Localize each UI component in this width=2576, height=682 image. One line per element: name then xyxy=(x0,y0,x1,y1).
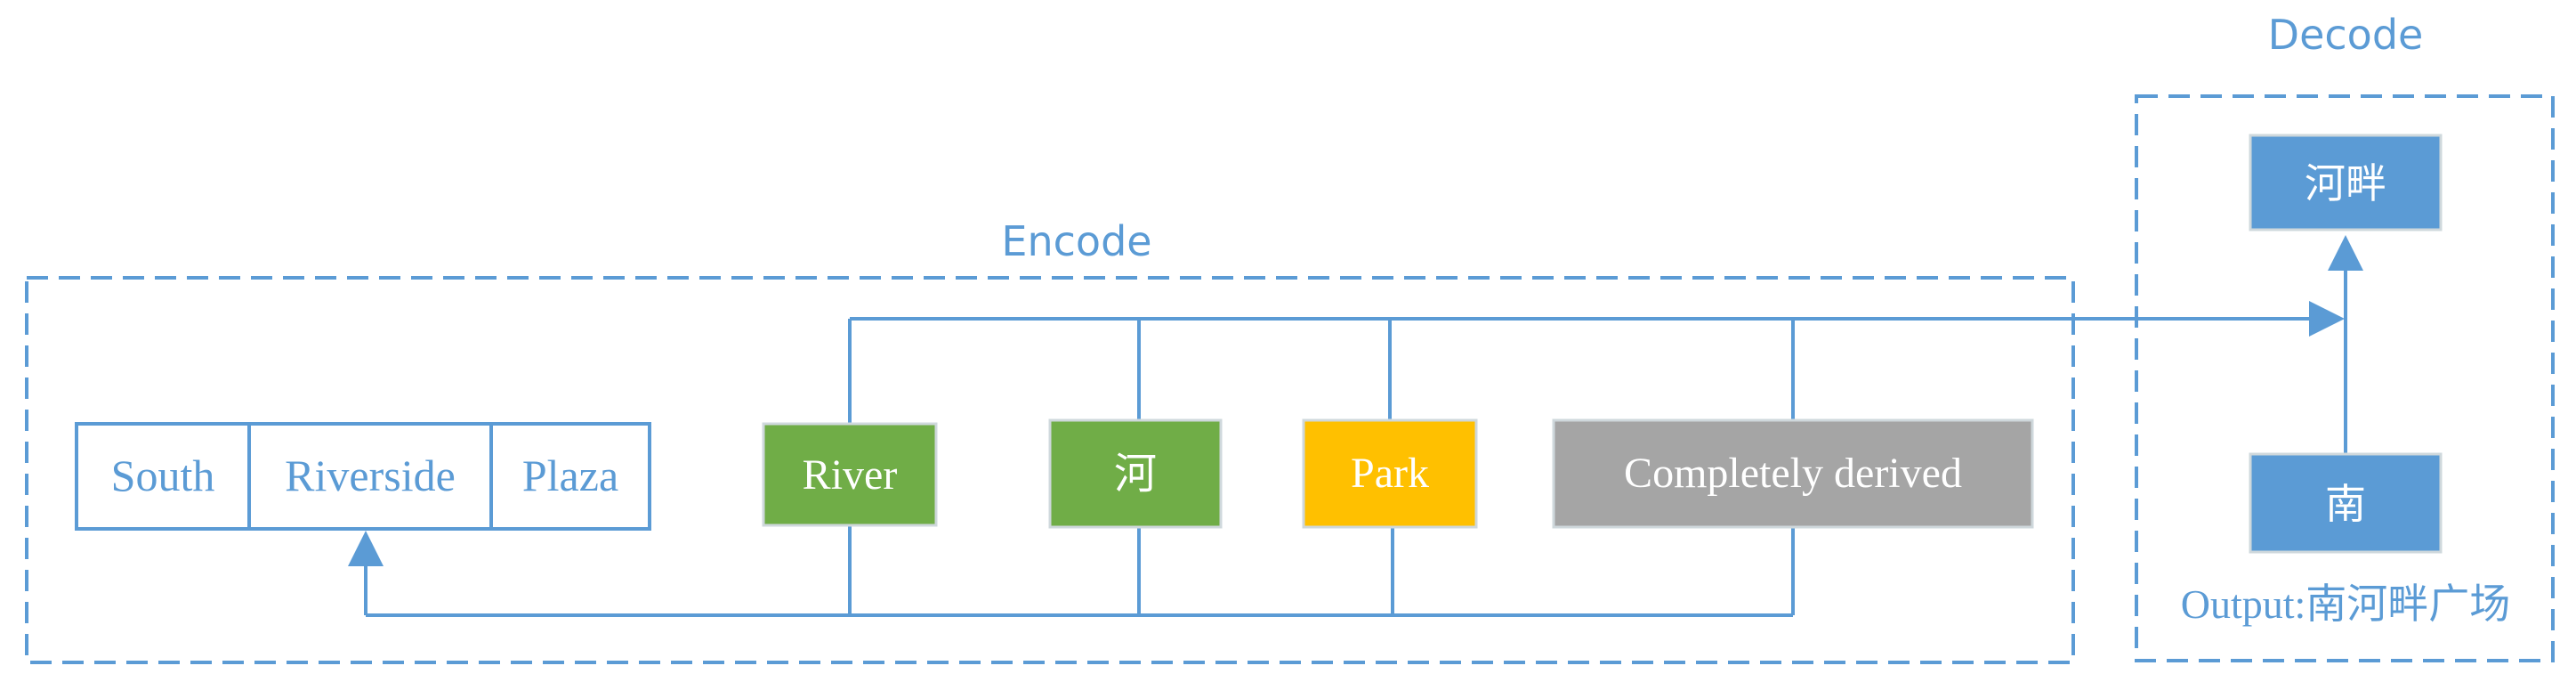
candidate-river: River xyxy=(762,422,938,527)
output-top-label: 河畔 xyxy=(2305,159,2386,207)
candidate-he: 河 xyxy=(1048,418,1223,529)
input-token-cell xyxy=(75,422,251,531)
candidate-park: Park xyxy=(1302,418,1478,529)
input-token-plaza: Plaza xyxy=(522,451,618,500)
decode-frame xyxy=(2135,94,2555,662)
input-token-cell xyxy=(489,422,651,531)
output-bottom-label: 南 xyxy=(2325,480,2366,528)
candidate-box xyxy=(1302,418,1478,529)
input-token-south: South xyxy=(111,451,215,500)
candidate-label: Park xyxy=(1351,450,1429,497)
candidate-box xyxy=(1552,418,2034,529)
encode-connectors xyxy=(348,301,2345,617)
input-token-cell xyxy=(247,422,493,531)
decode-title: Decode xyxy=(2268,11,2424,59)
encode-group: Encode South Riverside Plaza xyxy=(25,217,2345,664)
output-box-bottom xyxy=(2249,452,2443,554)
encode-title: Encode xyxy=(1001,217,1151,265)
candidate-box xyxy=(1048,418,1223,529)
candidate-label: 河 xyxy=(1114,449,1157,499)
output-box-top xyxy=(2249,134,2443,231)
decode-group: Decode 河畔 南 Output:南河畔广场 xyxy=(2135,11,2555,662)
output-sentence: Output:南河畔广场 xyxy=(2181,581,2511,627)
input-token-box: South Riverside Plaza xyxy=(75,422,651,531)
candidate-label: River xyxy=(803,451,898,499)
candidate-completely-derived: Completely derived xyxy=(1552,418,2034,529)
input-token-riverside: Riverside xyxy=(285,451,456,500)
candidate-box xyxy=(762,422,938,527)
candidate-label: Completely derived xyxy=(1624,450,1962,497)
